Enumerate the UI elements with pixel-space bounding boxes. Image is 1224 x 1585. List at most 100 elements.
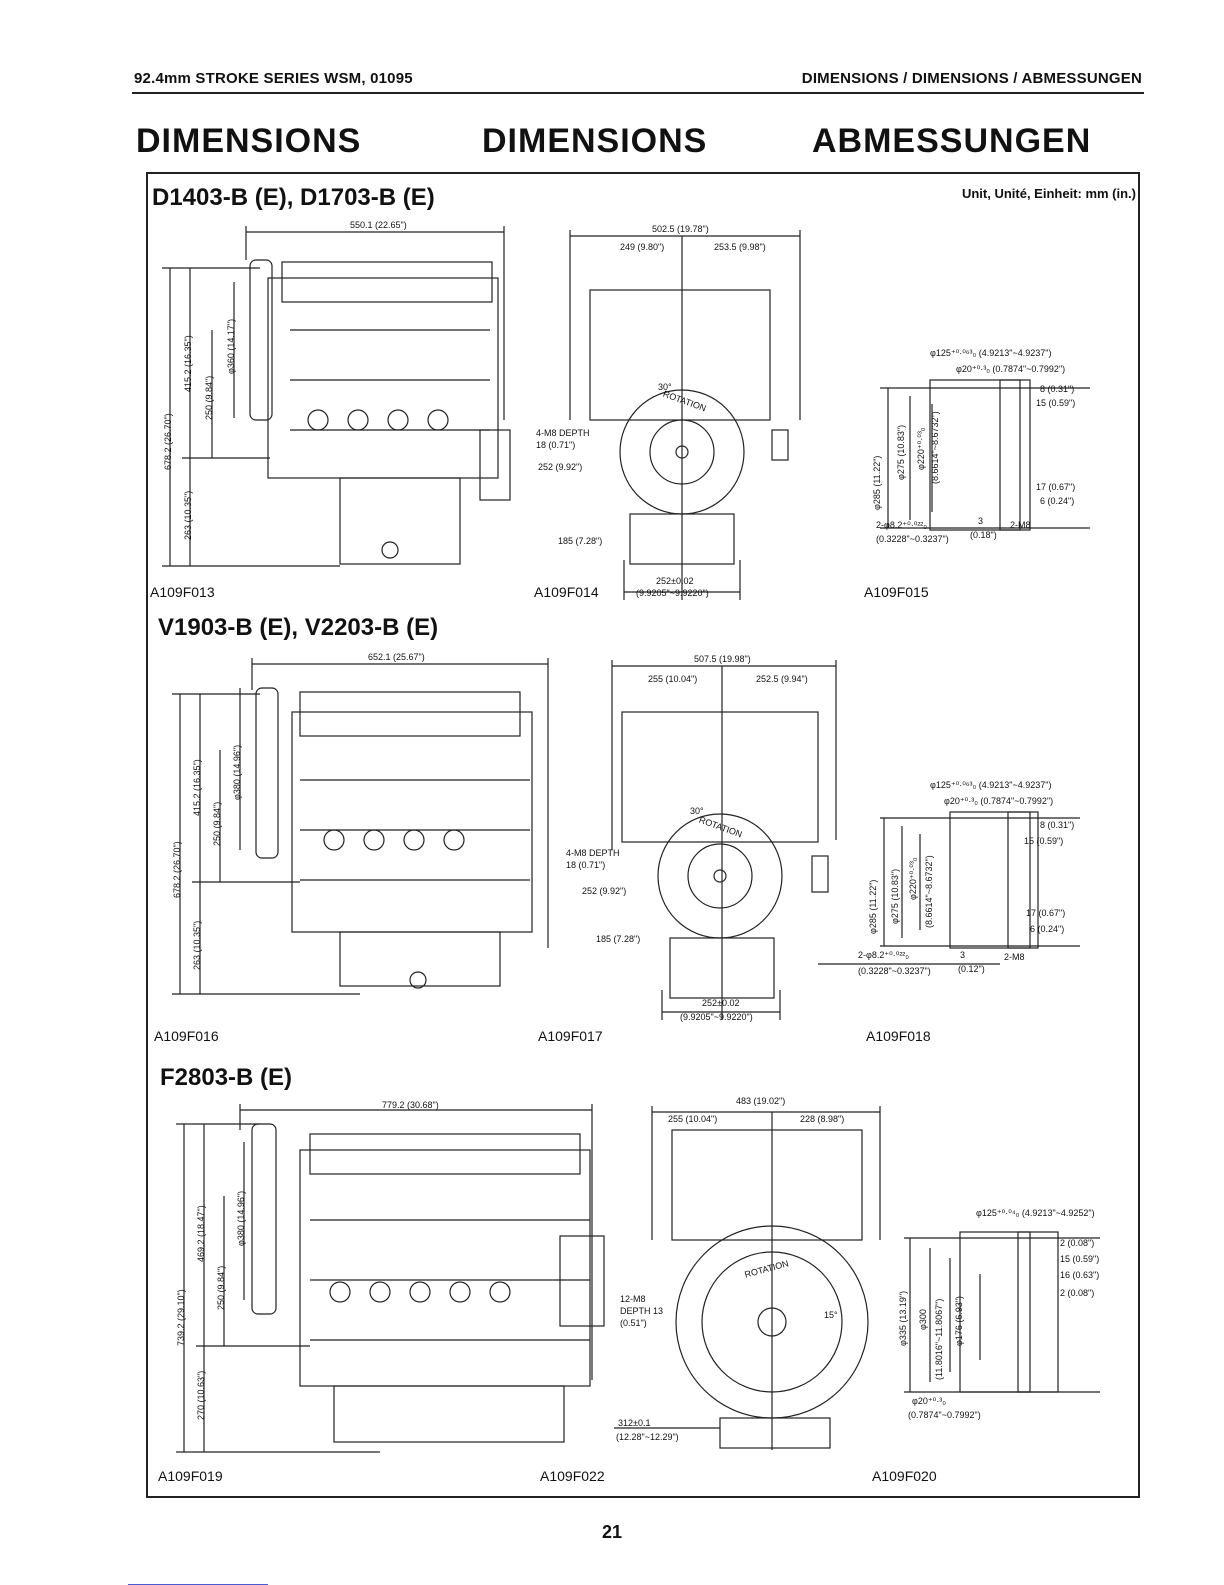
figure-code: A109F020	[872, 1468, 937, 1484]
figure-code: A109F015	[864, 584, 929, 600]
dim-v4: (8.6614"~8.6732")	[924, 855, 934, 928]
dim-r1: 252 (9.92")	[538, 462, 583, 472]
dim-upper: 469.2 (18.47")	[196, 1205, 206, 1262]
figure-code: A109F013	[150, 584, 215, 600]
dim-fan: φ380 (14.96")	[232, 744, 242, 800]
dim-d1: φ125⁺⁰·⁰⁶³₀ (4.9213"~4.9237")	[930, 780, 1052, 790]
dim-three-in: (0.18")	[970, 530, 997, 540]
dim-v2: φ275 (10.83")	[896, 424, 906, 480]
dim-d3: 8 (0.31")	[1040, 384, 1075, 394]
dim-center: 250 (9.84")	[212, 801, 222, 846]
dim-lower: 263 (10.35")	[183, 490, 193, 540]
dim-d3: 8 (0.31")	[1040, 820, 1075, 830]
front-view-engine-3	[614, 1106, 881, 1450]
dim-pcd: 252±0.02	[702, 998, 740, 1008]
dim-holes: 12-M8	[620, 1294, 646, 1304]
figure-code: A109F017	[538, 1028, 603, 1044]
title-german: ABMESSUNGEN	[812, 122, 1092, 160]
section-title-d1403: D1403-B (E), D1703-B (E)	[152, 184, 435, 211]
dim-d6: 6 (0.24")	[1030, 924, 1065, 934]
dim-right: 252.5 (9.94")	[756, 674, 808, 684]
dim-pin-in: (0.3228"~0.3237")	[858, 966, 931, 976]
dim-length: 652.1 (25.67")	[368, 652, 425, 662]
dim-v2: φ300	[918, 1309, 928, 1330]
figure-code: A109F022	[540, 1468, 605, 1484]
dim-v2: φ275 (10.83")	[890, 868, 900, 924]
dim-width: 507.5 (19.98")	[694, 654, 751, 664]
dim-fan: φ380 (14.96")	[236, 1190, 246, 1246]
dim-length: 550.1 (22.65")	[350, 220, 407, 230]
dim-depth-in: (0.51")	[620, 1318, 647, 1328]
title-english: DIMENSIONS	[136, 122, 362, 160]
dim-height: 678.2 (26.70")	[172, 841, 182, 898]
dim-length: 779.2 (30.68")	[382, 1100, 439, 1110]
angle-label: 15°	[824, 1310, 838, 1320]
section-title-f2803: F2803-B (E)	[160, 1064, 293, 1091]
dim-pcd: 312±0.1	[618, 1418, 651, 1428]
figure-code: A109F019	[158, 1468, 223, 1484]
dim-pcd-in: (9.9205"~9.9220")	[636, 588, 709, 598]
figure-code: A109F016	[154, 1028, 219, 1044]
dim-three: 3	[960, 950, 966, 960]
title-french: DIMENSIONS	[482, 122, 708, 160]
dim-depth: DEPTH 13	[620, 1306, 664, 1316]
dim-r2: 185 (7.28")	[558, 536, 603, 546]
dim-v3: φ220⁺⁰·⁰³₀	[908, 857, 918, 900]
dim-width: 502.5 (19.78")	[652, 224, 709, 234]
side-view-engine-3	[176, 1104, 605, 1453]
dim-m8: 2-M8	[1010, 520, 1031, 530]
dim-holes: 4-M8 DEPTH	[566, 848, 620, 858]
dim-m8: 2-M8	[1004, 952, 1025, 962]
dim-height: 739.2 (29.10")	[176, 1289, 186, 1346]
dim-v4: φ176 (6.93")	[954, 1295, 964, 1346]
dim-right: 228 (8.98")	[800, 1114, 845, 1124]
angle-label: 30°	[658, 382, 672, 392]
dim-d3: 2 (0.08")	[1060, 1238, 1095, 1248]
dim-height: 678.2 (26.70")	[163, 413, 173, 470]
front-view-engine-1	[569, 230, 801, 600]
dim-v3: (11.8016"~11.8067")	[934, 1298, 944, 1380]
dim-d1: φ125⁺⁰·⁰⁴₀ (4.9213"~4.9252")	[976, 1208, 1095, 1218]
dim-d2: φ20⁺⁰·³₀ (0.7874"~0.7992")	[944, 796, 1054, 806]
dim-lower: 263 (10.35")	[192, 920, 202, 970]
figure-code: A109F014	[534, 584, 599, 600]
dim-upper: 415.2 (16.35")	[192, 759, 202, 816]
dim-pcd-in: (9.9205"~9.9220")	[680, 1012, 753, 1022]
page-number: 21	[601, 1522, 623, 1542]
dim-center: 250 (9.84")	[216, 1265, 226, 1310]
dim-v3: φ220⁺⁰·⁰³₀	[916, 427, 926, 470]
figure-code: A109F018	[866, 1028, 931, 1044]
dim-three: 3	[978, 516, 984, 526]
front-view-engine-2	[611, 660, 837, 1020]
header-rule	[132, 92, 1144, 94]
dim-upper: 415.2 (16.35")	[183, 335, 193, 392]
dim-holes: 4-M8 DEPTH	[536, 428, 590, 438]
dim-v4: (8.6614"~8.6732")	[930, 411, 940, 484]
flywheel-detail-1	[880, 379, 1090, 531]
dim-depth: 18 (0.71")	[536, 440, 576, 450]
unit-label: Unit, Unité, Einheit: mm (in.)	[961, 186, 1136, 201]
dim-d4: 15 (0.59")	[1024, 836, 1064, 846]
header-right: DIMENSIONS / DIMENSIONS / ABMESSUNGEN	[801, 70, 1142, 87]
flywheel-detail-3	[904, 1231, 1100, 1393]
flywheel-detail-2	[818, 811, 1080, 965]
dim-d6: 6 (0.24")	[1040, 496, 1075, 506]
dim-pcd: 252±0.02	[656, 576, 694, 586]
figure-frame	[146, 172, 1140, 1498]
side-view-engine-2	[172, 658, 549, 995]
dim-d2: φ20⁺⁰·³₀ (0.7874"~0.7992")	[956, 364, 1066, 374]
dim-depth: 18 (0.71")	[566, 860, 606, 870]
dim-d6: 2 (0.08")	[1060, 1288, 1095, 1298]
dim-left: 255 (10.04")	[648, 674, 698, 684]
dim-d5: 17 (0.67")	[1036, 482, 1076, 492]
angle-label: 30°	[690, 806, 704, 816]
dim-left: 255 (10.04")	[668, 1114, 718, 1124]
dim-d5: 16 (0.63")	[1060, 1270, 1100, 1280]
dim-lower: 270 (10.63")	[196, 1370, 206, 1420]
dim-fan: φ360 (14.17")	[226, 318, 236, 374]
dim-bottom-in: (0.7874"~0.7992")	[908, 1410, 981, 1420]
dim-v1: φ335 (13.19")	[898, 1290, 908, 1346]
dim-r2: 185 (7.28")	[596, 934, 641, 944]
dim-d1: φ125⁺⁰·⁰⁶³₀ (4.9213"~4.9237")	[930, 348, 1052, 358]
